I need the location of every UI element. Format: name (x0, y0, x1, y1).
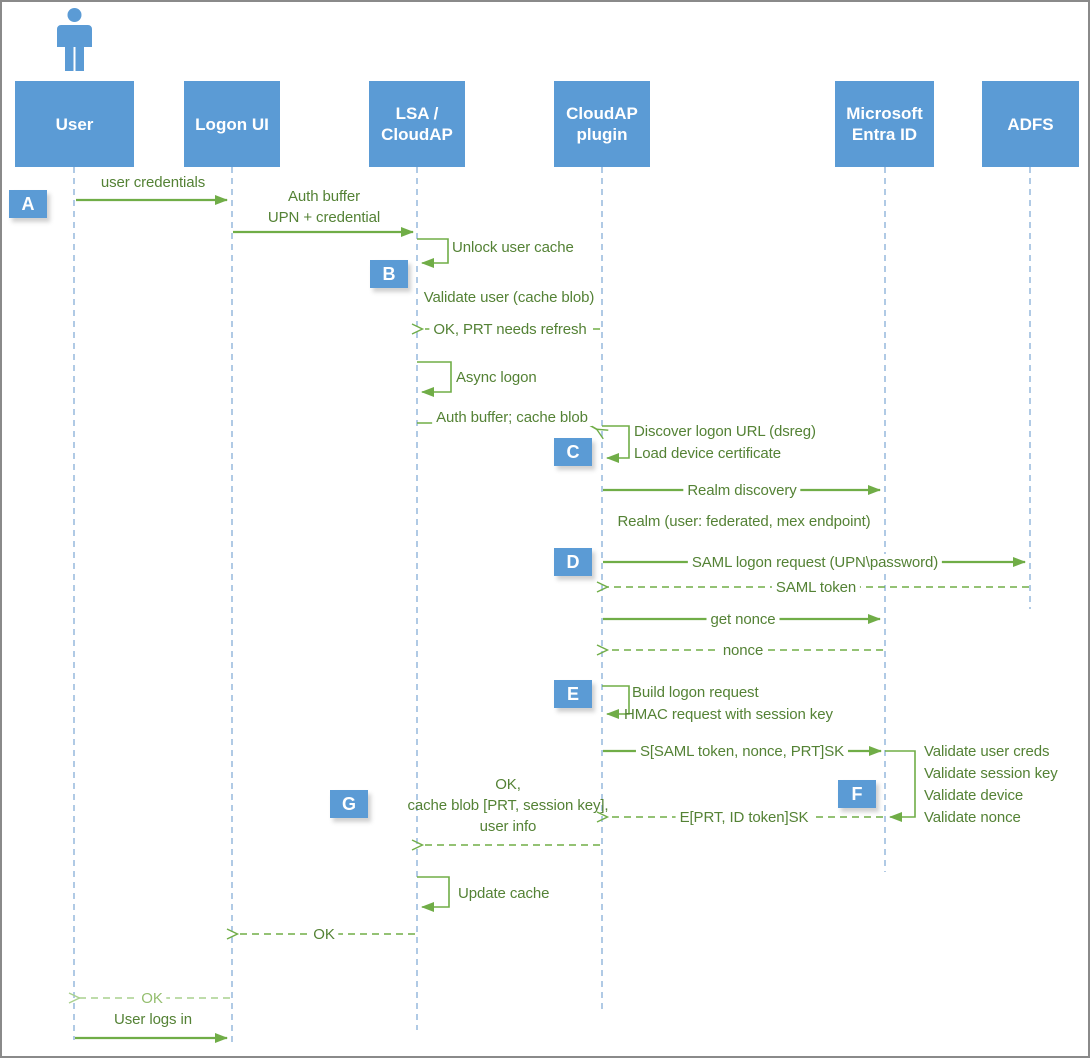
loop-update-cache (417, 876, 450, 912)
actor-lsa-cloudap: LSA / CloudAP (369, 81, 465, 167)
label-user-logs-in: User logs in (114, 1011, 192, 1028)
step-marker-a: A (9, 190, 47, 218)
label-validate-user: Validate user (cache blob) (423, 289, 595, 306)
label-validate-user-creds: Validate user creds (924, 743, 1050, 760)
step-marker-c: C (554, 438, 592, 466)
actor-cloudap-plugin: CloudAP plugin (554, 81, 650, 167)
step-marker-d: D (554, 548, 592, 576)
step-marker-e: E (554, 680, 592, 708)
label-ok-to-user: OK (137, 990, 167, 1007)
label-auth-buffer-cache-blob: Auth buffer; cache blob (432, 409, 592, 426)
label-ok-cache-blob: OK, cache blob [PRT, session key], user … (407, 776, 609, 835)
label-saml-logon-request: SAML logon request (UPN\password) (687, 554, 943, 571)
step-marker-b: B (370, 260, 408, 288)
actor-user: User (15, 81, 134, 167)
loop-async-logon (417, 361, 452, 397)
actor-logon-ui: Logon UI (184, 81, 280, 167)
loop-build-hmac (602, 685, 630, 719)
label-unlock-user-cache: Unlock user cache (452, 239, 574, 256)
step-marker-g: G (330, 790, 368, 818)
label-validate-nonce: Validate nonce (924, 809, 1021, 826)
label-validate-session-key: Validate session key (924, 765, 1058, 782)
label-build-logon-request: Build logon request (632, 684, 759, 701)
actor-adfs: ADFS (982, 81, 1079, 167)
step-marker-f: F (838, 780, 876, 808)
label-discover-logon-url: Discover logon URL (dsreg) (634, 423, 816, 440)
label-validate-device: Validate device (924, 787, 1024, 804)
label-auth-buffer: Auth buffer UPN + credential (267, 188, 381, 226)
label-s-saml-token: S[SAML token, nonce, PRT]SK (635, 743, 849, 760)
loop-discover-load-cert (602, 425, 630, 463)
person-icon (57, 8, 92, 71)
label-saml-token: SAML token (771, 579, 861, 596)
label-update-cache: Update cache (458, 885, 550, 902)
label-load-device-certificate: Load device certificate (634, 445, 781, 462)
label-async-logon: Async logon (456, 369, 537, 386)
label-ok-prt-refresh: OK, PRT needs refresh (429, 321, 591, 338)
loop-unlock-user-cache (417, 238, 449, 268)
label-hmac-request: HMAC request with session key (624, 706, 833, 723)
actor-entra-id: Microsoft Entra ID (835, 81, 934, 167)
label-e-prt-id-token: E[PRT, ID token]SK (675, 809, 813, 826)
bracket-entra-validate (885, 750, 916, 822)
label-user-credentials: user credentials (100, 174, 206, 191)
label-realm-discovery: Realm discovery (683, 482, 801, 499)
label-ok-to-logon-ui: OK (309, 926, 339, 943)
label-get-nonce: get nonce (706, 611, 780, 628)
label-realm-response: Realm (user: federated, mex endpoint) (617, 513, 871, 530)
label-nonce: nonce (718, 642, 768, 659)
